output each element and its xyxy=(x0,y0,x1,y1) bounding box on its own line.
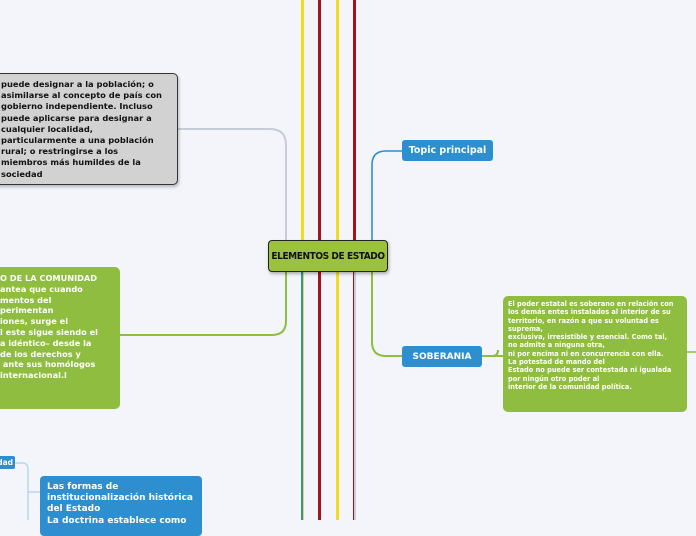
left-tag-node[interactable]: idad xyxy=(0,456,15,469)
left-tag-label: idad xyxy=(0,458,13,467)
topic-principal-node[interactable]: Topic principal xyxy=(402,140,493,161)
green-left-line: perimentan xyxy=(0,305,54,316)
soberania-description-line: La potestad de mando del xyxy=(508,358,605,367)
green-left-line: de los derechos y xyxy=(0,348,81,359)
central-topic[interactable]: ELEMENTOS DE ESTADO xyxy=(268,240,388,272)
soberania-description-node[interactable]: El poder estatal es soberano en relación… xyxy=(503,296,687,412)
topic-principal-label: Topic principal xyxy=(408,145,487,156)
gray-note-line: asimilarse al concepto de país con xyxy=(1,90,162,101)
gray-note-line: gobierno independiente. Incluso xyxy=(1,101,153,112)
soberania-description-line: Estado no puede ser contestada ni iguala… xyxy=(508,366,672,375)
green-left-line: mentos del xyxy=(0,294,52,305)
soberania-node[interactable]: SOBERANIA xyxy=(402,346,482,367)
gray-note-line: rural; o restringirse a los xyxy=(1,146,119,157)
green-left-line: ante sus homólogos xyxy=(0,359,96,370)
soberania-description-line: por ningún otro poder al xyxy=(508,374,600,383)
formas-line: La doctrina establece como xyxy=(47,515,187,526)
soberania-description-line: no admite a ninguna otra, xyxy=(508,341,605,350)
central-topic-title: ELEMENTOS DE ESTADO xyxy=(271,250,385,262)
gray-note-line: sociedad xyxy=(1,168,43,179)
green-left-node[interactable]: O DE LA COMUNIDAD antea que cuando mento… xyxy=(0,267,120,409)
gray-note-line: puede designar a la población; o xyxy=(1,79,154,89)
formas-institucionalizacion-node[interactable]: Las formas de institucionalización histó… xyxy=(40,476,202,536)
green-left-line: antea que cuando xyxy=(0,283,83,294)
soberania-description-line: los demás entes instalados al interior d… xyxy=(508,308,671,317)
gray-note-line: puede aplicarse para designar a xyxy=(1,112,152,123)
gray-note-line: miembros más humildes de la xyxy=(1,157,141,168)
green-left-line: a idéntico– desde la xyxy=(0,337,92,348)
connector-lines xyxy=(15,128,696,520)
green-left-line: internacional.l xyxy=(0,370,67,381)
soberania-description-line: El poder estatal es soberano en relación… xyxy=(508,300,674,308)
soberania-description-line: interior de la comunidad política. xyxy=(508,382,632,391)
formas-line: del Estado xyxy=(47,504,101,515)
formas-line: institucionalización histórica xyxy=(47,493,193,504)
formas-line: Las formas de xyxy=(47,482,119,492)
soberania-description-line: suprema, xyxy=(508,324,543,333)
gray-note-line: particularmente a una población xyxy=(1,135,154,146)
soberania-description-line: exclusiva, irresistible y esencial. Como… xyxy=(508,333,668,342)
soberania-description-line: ni por encima ni en concurrencia con ell… xyxy=(508,349,664,358)
gray-note-node[interactable]: puede designar a la población; o asimila… xyxy=(0,73,178,185)
gray-note-line: cualquier localidad, xyxy=(1,123,93,134)
soberania-description-line: territorio, en razón a que su voluntad e… xyxy=(508,316,659,325)
green-left-line: O DE LA COMUNIDAD xyxy=(0,273,98,283)
green-left-line: i este sigue siendo el xyxy=(0,326,98,337)
green-left-line: iones, surge el xyxy=(0,316,69,327)
soberania-label: SOBERANIA xyxy=(412,351,472,362)
